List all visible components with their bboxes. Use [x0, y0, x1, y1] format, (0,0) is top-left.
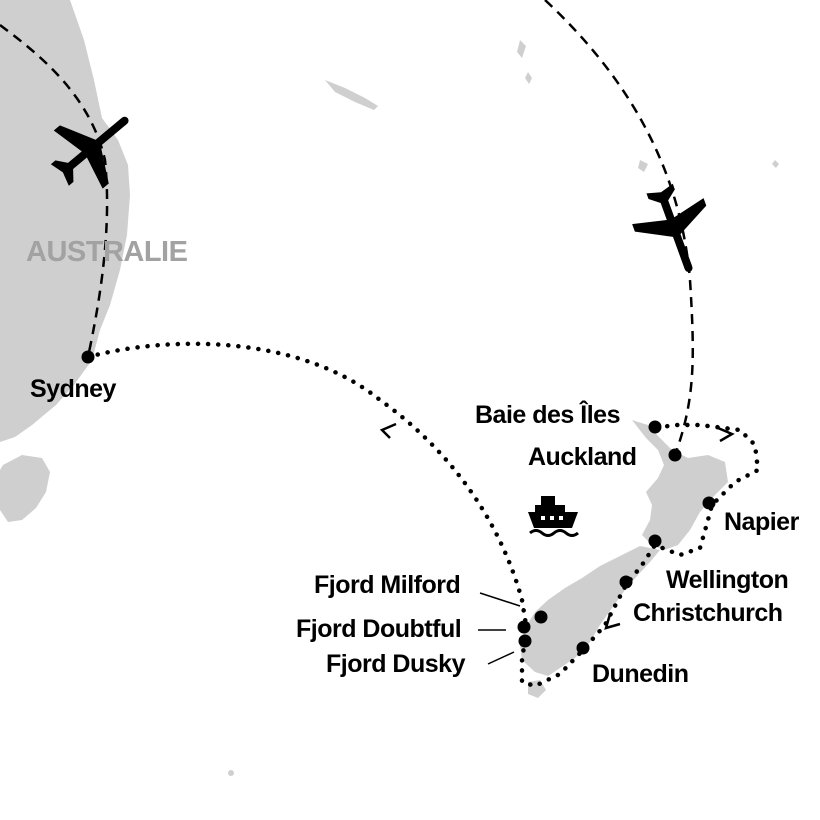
route-arrow	[379, 422, 397, 439]
marker-fjord-doubtful	[517, 620, 531, 634]
place-label-auckland: Auckland	[528, 443, 637, 471]
marker-christchurch	[619, 575, 633, 589]
marker-napier	[702, 496, 716, 510]
country-label-australia: AUSTRALIE	[26, 236, 188, 268]
leader-line	[479, 592, 521, 607]
marker-dunedin	[576, 641, 590, 655]
marker-bay-of-islands	[648, 420, 662, 434]
marker-sydney	[81, 350, 95, 364]
airplane-icon	[632, 183, 707, 272]
route-arrow	[604, 613, 621, 630]
ship-icon	[528, 496, 579, 537]
islet	[228, 770, 234, 776]
leader-line	[487, 651, 515, 665]
place-label-fjord-doubtful: Fjord Doubtful	[296, 615, 462, 643]
marker-wellington	[648, 534, 662, 548]
flight-route-australia	[0, 24, 109, 358]
place-label-wellington: Wellington	[666, 566, 789, 594]
australia-landmass	[0, 0, 130, 442]
marker-fjord-milford	[534, 610, 548, 624]
place-label-napier: Napier	[724, 508, 799, 536]
place-label-bay-of-islands: Baie des Îles	[475, 401, 620, 429]
cruise-route	[85, 341, 761, 689]
pacific-islets	[517, 40, 779, 172]
marker-fjord-dusky	[518, 634, 532, 648]
route-arrow	[717, 426, 735, 443]
marker-auckland	[668, 448, 682, 462]
airplane-icon	[50, 116, 129, 189]
place-label-dunedin: Dunedin	[592, 660, 689, 688]
tasmania-landmass	[0, 455, 50, 522]
place-label-fjord-milford: Fjord Milford	[314, 571, 461, 599]
new-caledonia-island	[325, 80, 378, 110]
place-label-fjord-dusky: Fjord Dusky	[326, 650, 465, 678]
north-island-landmass	[632, 420, 728, 550]
place-label-christchurch: Christchurch	[633, 599, 783, 627]
place-label-sydney: Sydney	[30, 375, 116, 403]
